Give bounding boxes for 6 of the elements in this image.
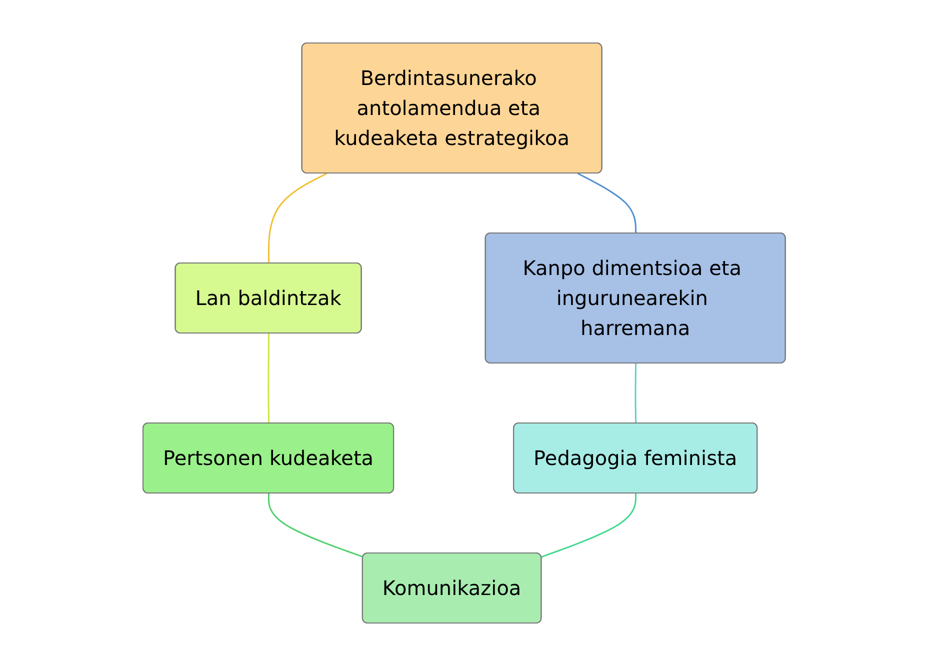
connector [634,363,636,424]
connector [268,493,364,558]
connector [577,172,636,234]
connector [541,493,636,558]
connector [268,172,327,264]
connector [268,333,270,424]
